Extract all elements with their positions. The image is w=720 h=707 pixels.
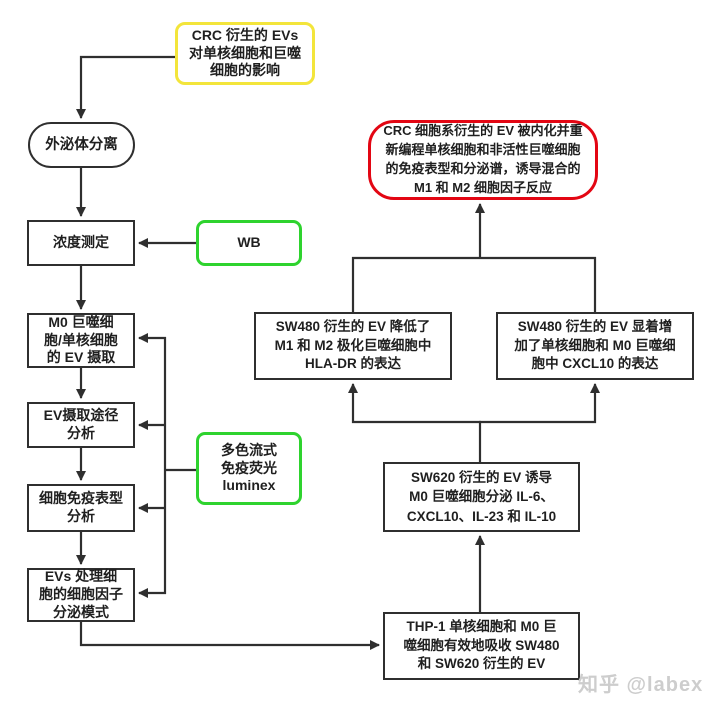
node-exosome-isolation: 外泌体分离 [28, 122, 135, 168]
node-luminex-method: 多色流式 免疫荧光 luminex [196, 432, 302, 505]
node-sw480-cxcl10-result: SW480 衍生的 EV 显着增 加了单核细胞和 M0 巨噬细 胞中 CXCL1… [496, 312, 694, 380]
edge-cytokine-to-thp1 [79, 622, 380, 650]
edge-split-to-sw480a [348, 383, 481, 424]
edge-start-to-exosome [76, 55, 175, 119]
node-thp1-uptake-result: THP-1 单核细胞和 M0 巨 噬细胞有效地吸收 SW480 和 SW620 … [383, 612, 580, 680]
node-sw620-cytokines-result: SW620 衍生的 EV 诱导 M0 巨噬细胞分泌 IL-6、 CXCL10、I… [383, 462, 580, 532]
node-wb-method: WB [196, 220, 302, 266]
zhihu-watermark: 知乎 @labex [578, 674, 704, 696]
node-cytokine-secretion-pattern: EVs 处理细 胞的细胞因子 分泌模式 [27, 568, 135, 622]
node-m0-ev-uptake: M0 巨噬细 胞/单核细胞 的 EV 摄取 [27, 313, 135, 368]
node-crc-evs-effect: CRC 衍生的 EVs 对单核细胞和巨噬 细胞的影响 [175, 22, 315, 85]
node-conclusion: CRC 细胞系衍生的 EV 被内化并重 新编程单核细胞和非活性巨噬细胞 的免疫表… [368, 120, 598, 200]
edge-split-to-sw480b [479, 383, 600, 424]
node-immunophenotype-analysis: 细胞免疫表型 分析 [27, 484, 135, 532]
node-concentration-assay: 浓度测定 [27, 220, 135, 266]
node-uptake-pathway-analysis: EV摄取途径 分析 [27, 402, 135, 448]
node-sw480-hladr-result: SW480 衍生的 EV 降低了 M1 和 M2 极化巨噬细胞中 HLA-DR … [254, 312, 452, 380]
